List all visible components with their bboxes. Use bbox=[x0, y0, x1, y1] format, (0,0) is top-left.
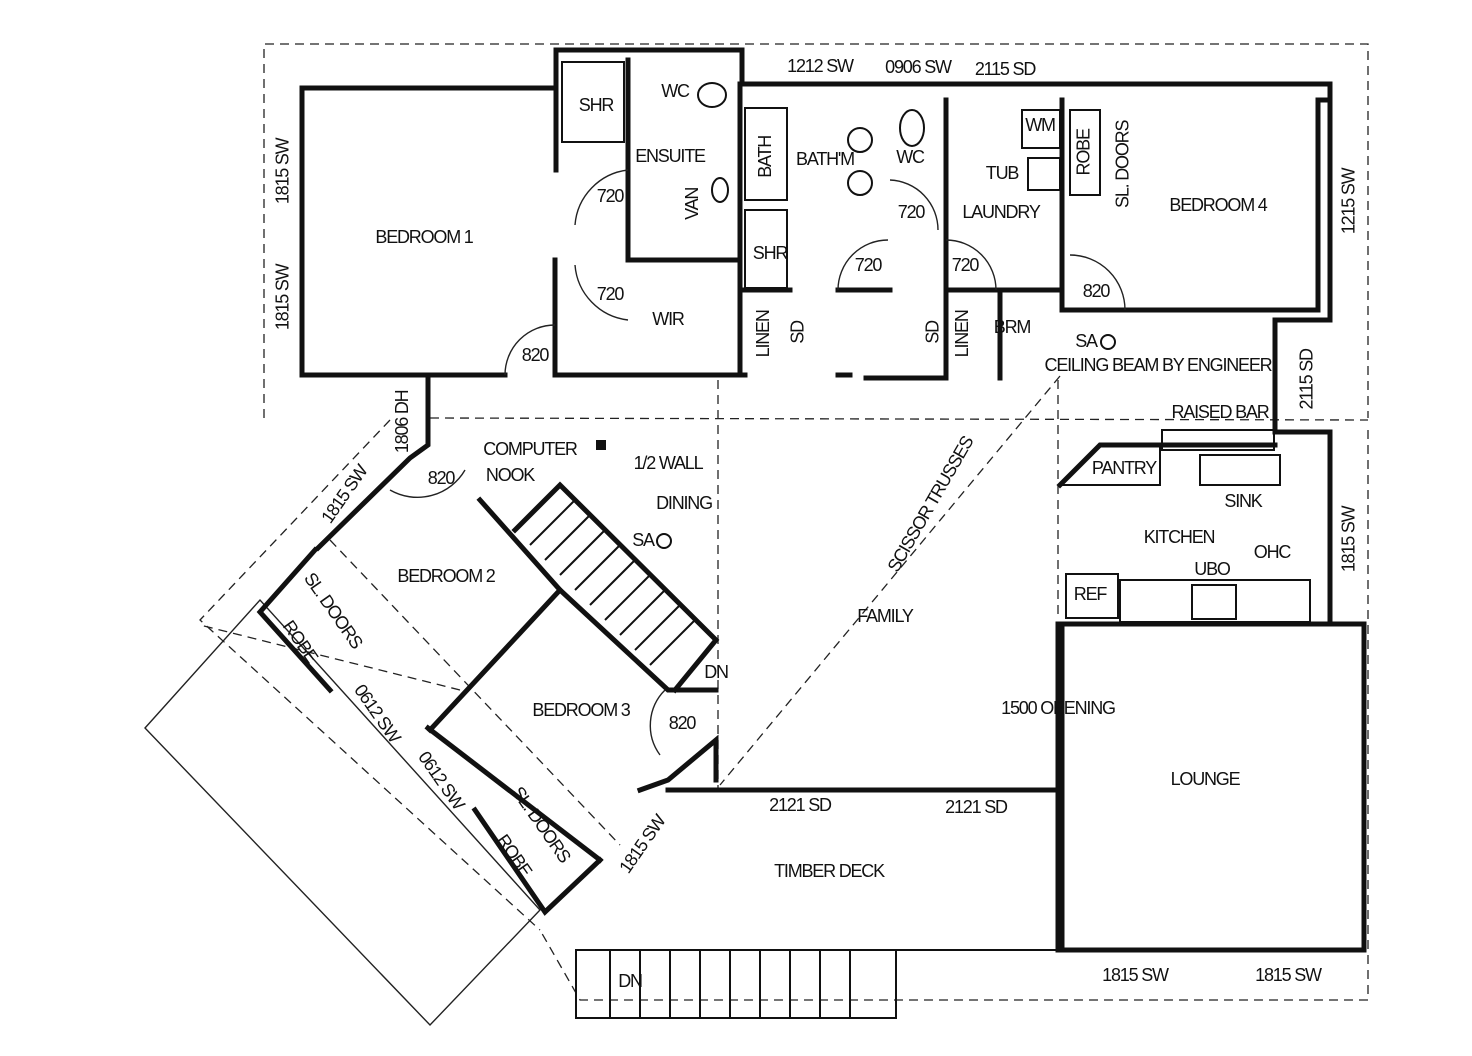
room-label-computer: COMPUTER bbox=[483, 439, 578, 459]
fixture-label: DN bbox=[704, 662, 728, 682]
fixture-label: UBO bbox=[1194, 559, 1231, 579]
door-size: 720 bbox=[597, 284, 625, 304]
fixture-label: RAISED BAR bbox=[1171, 402, 1269, 422]
window-size: 1815 SW bbox=[1339, 505, 1359, 572]
room-label-timber-deck: TIMBER DECK bbox=[774, 861, 885, 881]
door-size: 820 bbox=[428, 468, 456, 488]
eave-outline bbox=[199, 43, 1369, 1001]
room-label-family: FAMILY bbox=[857, 606, 914, 626]
window-size: 2115 SD bbox=[1297, 348, 1317, 410]
room-label-pantry: PANTRY bbox=[1092, 458, 1157, 478]
fixture-label: SCISSOR TRUSSES bbox=[883, 432, 977, 575]
fixture-label: LINEN bbox=[753, 310, 773, 357]
door-size: 820 bbox=[522, 345, 550, 365]
fixture-label: SD bbox=[788, 320, 808, 344]
window-size: 1815 SW bbox=[317, 461, 372, 527]
fixture-label: 1/2 WALL bbox=[634, 453, 704, 473]
room-label-bathroom: BATH'M bbox=[796, 149, 854, 169]
fixture-label: SHR bbox=[579, 95, 615, 115]
fixture-label: SA bbox=[1075, 331, 1098, 351]
room-label-bedroom-3: BEDROOM 3 bbox=[532, 700, 630, 720]
room-label-nook: NOOK bbox=[486, 465, 535, 485]
window-size: 1815 SW bbox=[273, 263, 293, 330]
room-label-ensuite: ENSUITE bbox=[635, 146, 706, 166]
fixture-label: SD bbox=[923, 320, 943, 344]
window-size: 1815 SW bbox=[1255, 965, 1322, 985]
window-size: 2121 SD bbox=[945, 797, 1008, 817]
window-size: 1215 SW bbox=[1339, 167, 1359, 234]
fixture-label: OHC bbox=[1254, 542, 1292, 562]
walls bbox=[256, 47, 1367, 953]
fixture-label: VAN bbox=[682, 188, 702, 220]
window-size: 0906 SW bbox=[885, 57, 952, 77]
fixture-label: SINK bbox=[1224, 491, 1262, 511]
fixture-label: CEILING BEAM BY ENGINEER bbox=[1045, 355, 1273, 375]
fixture-label: REF bbox=[1074, 584, 1108, 604]
door-size: 720 bbox=[597, 186, 625, 206]
fixture-label: TUB bbox=[986, 163, 1020, 183]
stair-treads bbox=[511, 481, 720, 694]
carport-outline bbox=[144, 598, 541, 1027]
window-size: 1815 SW bbox=[1102, 965, 1169, 985]
room-label-bedroom-4: BEDROOM 4 bbox=[1169, 195, 1267, 215]
door-size: 720 bbox=[898, 202, 926, 222]
fixture-label: LINEN bbox=[952, 310, 972, 357]
room-label-dining: DINING bbox=[656, 493, 712, 513]
fixture-label: WM bbox=[1025, 115, 1055, 135]
door-size: 720 bbox=[952, 255, 980, 275]
fixture-label: DN bbox=[618, 971, 642, 991]
window-size: 0612 SW bbox=[350, 681, 405, 747]
room-label-wir: WIR bbox=[652, 309, 685, 329]
fixture-label: SL. DOORS bbox=[1113, 120, 1133, 208]
window-size: 1815 SW bbox=[273, 137, 293, 204]
door-size: 720 bbox=[855, 255, 883, 275]
door-size: 820 bbox=[669, 713, 697, 733]
fixture-label: BATH bbox=[755, 136, 775, 178]
window-size: 1212 SW bbox=[787, 56, 854, 76]
room-label-lounge: LOUNGE bbox=[1171, 769, 1241, 789]
door-swings bbox=[389, 169, 1126, 756]
fixture-label: SA bbox=[632, 530, 655, 550]
window-size: 2121 SD bbox=[769, 795, 832, 815]
room-label-brm: BRM bbox=[994, 317, 1031, 337]
window-size: 1815 SW bbox=[615, 811, 670, 877]
room-label-kitchen: KITCHEN bbox=[1144, 527, 1215, 547]
room-label-laundry: LAUNDRY bbox=[962, 202, 1040, 222]
fixture-label: WC bbox=[896, 147, 925, 167]
room-label-bedroom-1: BEDROOM 1 bbox=[375, 227, 473, 247]
fixture-label: 1500 OPENING bbox=[1001, 698, 1115, 718]
fixture-label: ROBE bbox=[1074, 128, 1094, 175]
window-size: 1806 DH bbox=[392, 390, 412, 453]
fixture-label: WC bbox=[661, 81, 690, 101]
fixtures bbox=[511, 61, 1281, 1019]
room-label-bedroom-2: BEDROOM 2 bbox=[397, 566, 495, 586]
fixture-label: ROBE bbox=[493, 831, 537, 881]
window-size: 2115 SD bbox=[975, 59, 1037, 79]
door-size: 820 bbox=[1083, 281, 1111, 301]
fixture-label: SHR bbox=[753, 243, 789, 263]
